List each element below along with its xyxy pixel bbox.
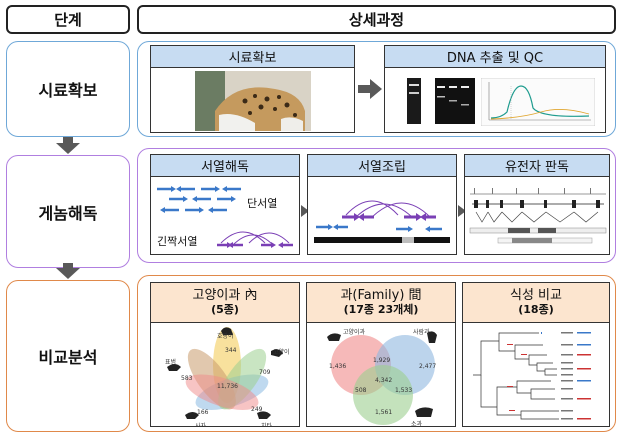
family-group-bovidae: 소과	[411, 421, 423, 427]
family-value-felidae-hominidae: 1,929	[373, 357, 391, 364]
family-group-felidae: 고양이과	[343, 329, 366, 336]
sequencing-card-title: 서열해독	[151, 155, 299, 177]
family-value-bovidae-unique: 1,561	[375, 409, 393, 416]
felidae-card-title-box: 고양이과 內 (5종)	[151, 283, 299, 323]
annotation-card: 유전자 판독	[464, 154, 610, 255]
family-card-title: 과(Family) 間	[340, 287, 422, 303]
family-value-core: 4,342	[375, 377, 393, 384]
family-value-hominidae-unique: 2,477	[419, 363, 437, 370]
assembly-card-title: 서열조립	[308, 155, 456, 177]
stage-genome: 게놈해독	[6, 155, 130, 268]
short-reads-illustration	[157, 186, 241, 213]
felidae-value-tiger-unique: 344	[225, 347, 237, 354]
stage-arrow-1	[56, 143, 80, 154]
short-read-label: 단서열	[247, 197, 278, 210]
diet-card-subtitle: (18종)	[518, 302, 554, 316]
detail-column-header-label: 상세과정	[348, 11, 405, 29]
felidae-value-cheetah-unique: 249	[251, 406, 263, 413]
felidae-card-title: 고양이과 內	[192, 287, 258, 303]
stage-arrow-2	[56, 268, 80, 279]
stage-arrow-2-stem	[63, 263, 73, 269]
stage-sampling-label: 시료확보	[38, 81, 98, 100]
felidae-species-cat: 고양이	[273, 349, 290, 356]
felidae-value-cat-unique: 709	[259, 369, 271, 376]
genome-flow-arrow-1	[301, 205, 309, 217]
dna-qc-card-title: DNA 추출 및 QC	[385, 46, 605, 68]
mate-pair-illustration	[217, 231, 293, 248]
family-card: 과(Family) 間 (17종 23개체) 1,436 1,929 2,477…	[306, 282, 456, 427]
gene-annotation-illustration	[469, 188, 607, 244]
felidae-species-lion: 사자	[195, 423, 207, 427]
assembly-illustration	[314, 200, 450, 243]
stage-comparative: 비교분석	[6, 280, 130, 432]
diet-card-title-box: 식성 비교 (18종)	[463, 283, 609, 323]
family-card-title-box: 과(Family) 間 (17종 23개체)	[307, 283, 455, 323]
felidae-venn-diagram	[167, 327, 283, 419]
family-group-hominidae: 사람과	[413, 329, 430, 336]
felidae-species-leopard: 표범	[165, 359, 177, 366]
family-venn-diagram	[327, 331, 437, 425]
family-card-subtitle: (17종 23개체)	[343, 302, 419, 316]
assembly-card: 서열조립	[307, 154, 457, 255]
stage-comparative-label: 비교분석	[38, 348, 98, 367]
stage-arrow-1-stem	[63, 137, 73, 143]
family-value-felidae-bovidae: 508	[355, 387, 367, 394]
qc-spectrum-chart	[481, 78, 595, 126]
felidae-value-lion-unique: 166	[197, 409, 209, 416]
leopard-cat-photo	[195, 71, 311, 131]
sampling-card-title: 시료확보	[151, 46, 354, 68]
dna-qc-card: DNA 추출 및 QC	[384, 45, 606, 133]
phylogenetic-tree	[473, 332, 591, 420]
stage-sampling: 시료확보	[6, 41, 130, 137]
felidae-species-tiger: 호랑이	[217, 333, 234, 340]
felidae-species-cheetah: 치타	[261, 423, 273, 427]
gel-electrophoresis-image	[407, 78, 475, 124]
felidae-card: 고양이과 內 (5종) 344 709 249 166 583 11,736 호…	[150, 282, 300, 427]
genome-flow-arrow-2	[458, 205, 466, 217]
family-value-felidae-unique: 1,436	[329, 363, 347, 370]
stage-genome-label: 게놈해독	[38, 203, 98, 223]
diet-card-title: 식성 비교	[510, 287, 562, 303]
annotation-card-title: 유전자 판독	[465, 155, 609, 177]
sequencing-card: 서열해독 단서열 긴짝서열	[150, 154, 300, 255]
sampling-flow-arrow	[358, 79, 382, 99]
comparative-panel: 고양이과 內 (5종) 344 709 249 166 583 11,736 호…	[137, 275, 616, 432]
genome-panel: 서열해독 단서열 긴짝서열	[137, 148, 616, 263]
diet-card: 식성 비교 (18종)	[462, 282, 610, 427]
sampling-card: 시료확보	[150, 45, 355, 133]
family-value-hominidae-bovidae: 1,533	[395, 387, 413, 394]
stage-column-header-label: 단계	[54, 11, 82, 29]
stage-column-header: 단계	[6, 5, 130, 34]
felidae-value-leopard-unique: 583	[181, 375, 193, 382]
felidae-value-core: 11,736	[217, 383, 238, 390]
felidae-card-subtitle: (5종)	[211, 302, 239, 316]
detail-column-header: 상세과정	[137, 5, 616, 34]
mate-pair-label: 긴짝서열	[157, 235, 198, 248]
sampling-panel: 시료확보 DNA 추출 및 QC	[137, 41, 616, 137]
